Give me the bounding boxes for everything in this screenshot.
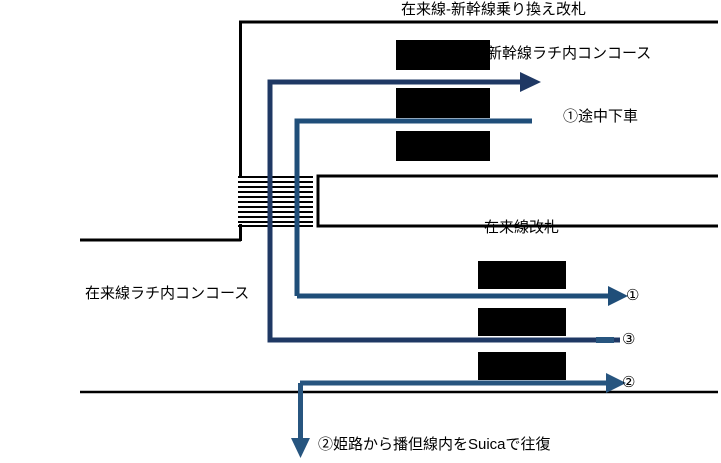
shinkansen-platform-2 [396,88,490,118]
label-conventional-gate: 在来線改札 [484,219,560,236]
route-1-path [294,118,628,306]
label-route2-note: ②姫路から播但線内をSuicaで往復 [318,436,551,453]
route-2-down-arrowhead [291,438,310,458]
conventional-platform-1 [478,261,566,289]
route-2-path [291,373,626,458]
conventional-platform-2 [478,308,566,336]
route-3-path [267,72,620,343]
label-conventional-concourse: 在来線ラチ内コンコース [85,285,250,302]
conventional-platform-3 [478,352,566,380]
label-route1-stopover: ①途中下車 [563,108,639,125]
route-2-arrowhead [606,373,626,393]
conventional-gate-wall [316,174,718,228]
shinkansen-platform-3 [396,131,490,161]
label-route2-mark: ② [622,374,636,391]
label-route1-mark: ① [626,287,640,304]
label-route3-mark: ③ [622,331,636,348]
transfer-gate-hatch [238,176,313,227]
route-3-arrowhead [520,72,541,92]
label-transfer-gate: 在来線-新幹線乗り換え改札 [401,1,586,18]
shinkansen-platform-1 [396,40,490,70]
route-1-arrowhead [608,286,628,306]
label-shinkansen-concourse: 新幹線ラチ内コンコース [487,45,652,62]
